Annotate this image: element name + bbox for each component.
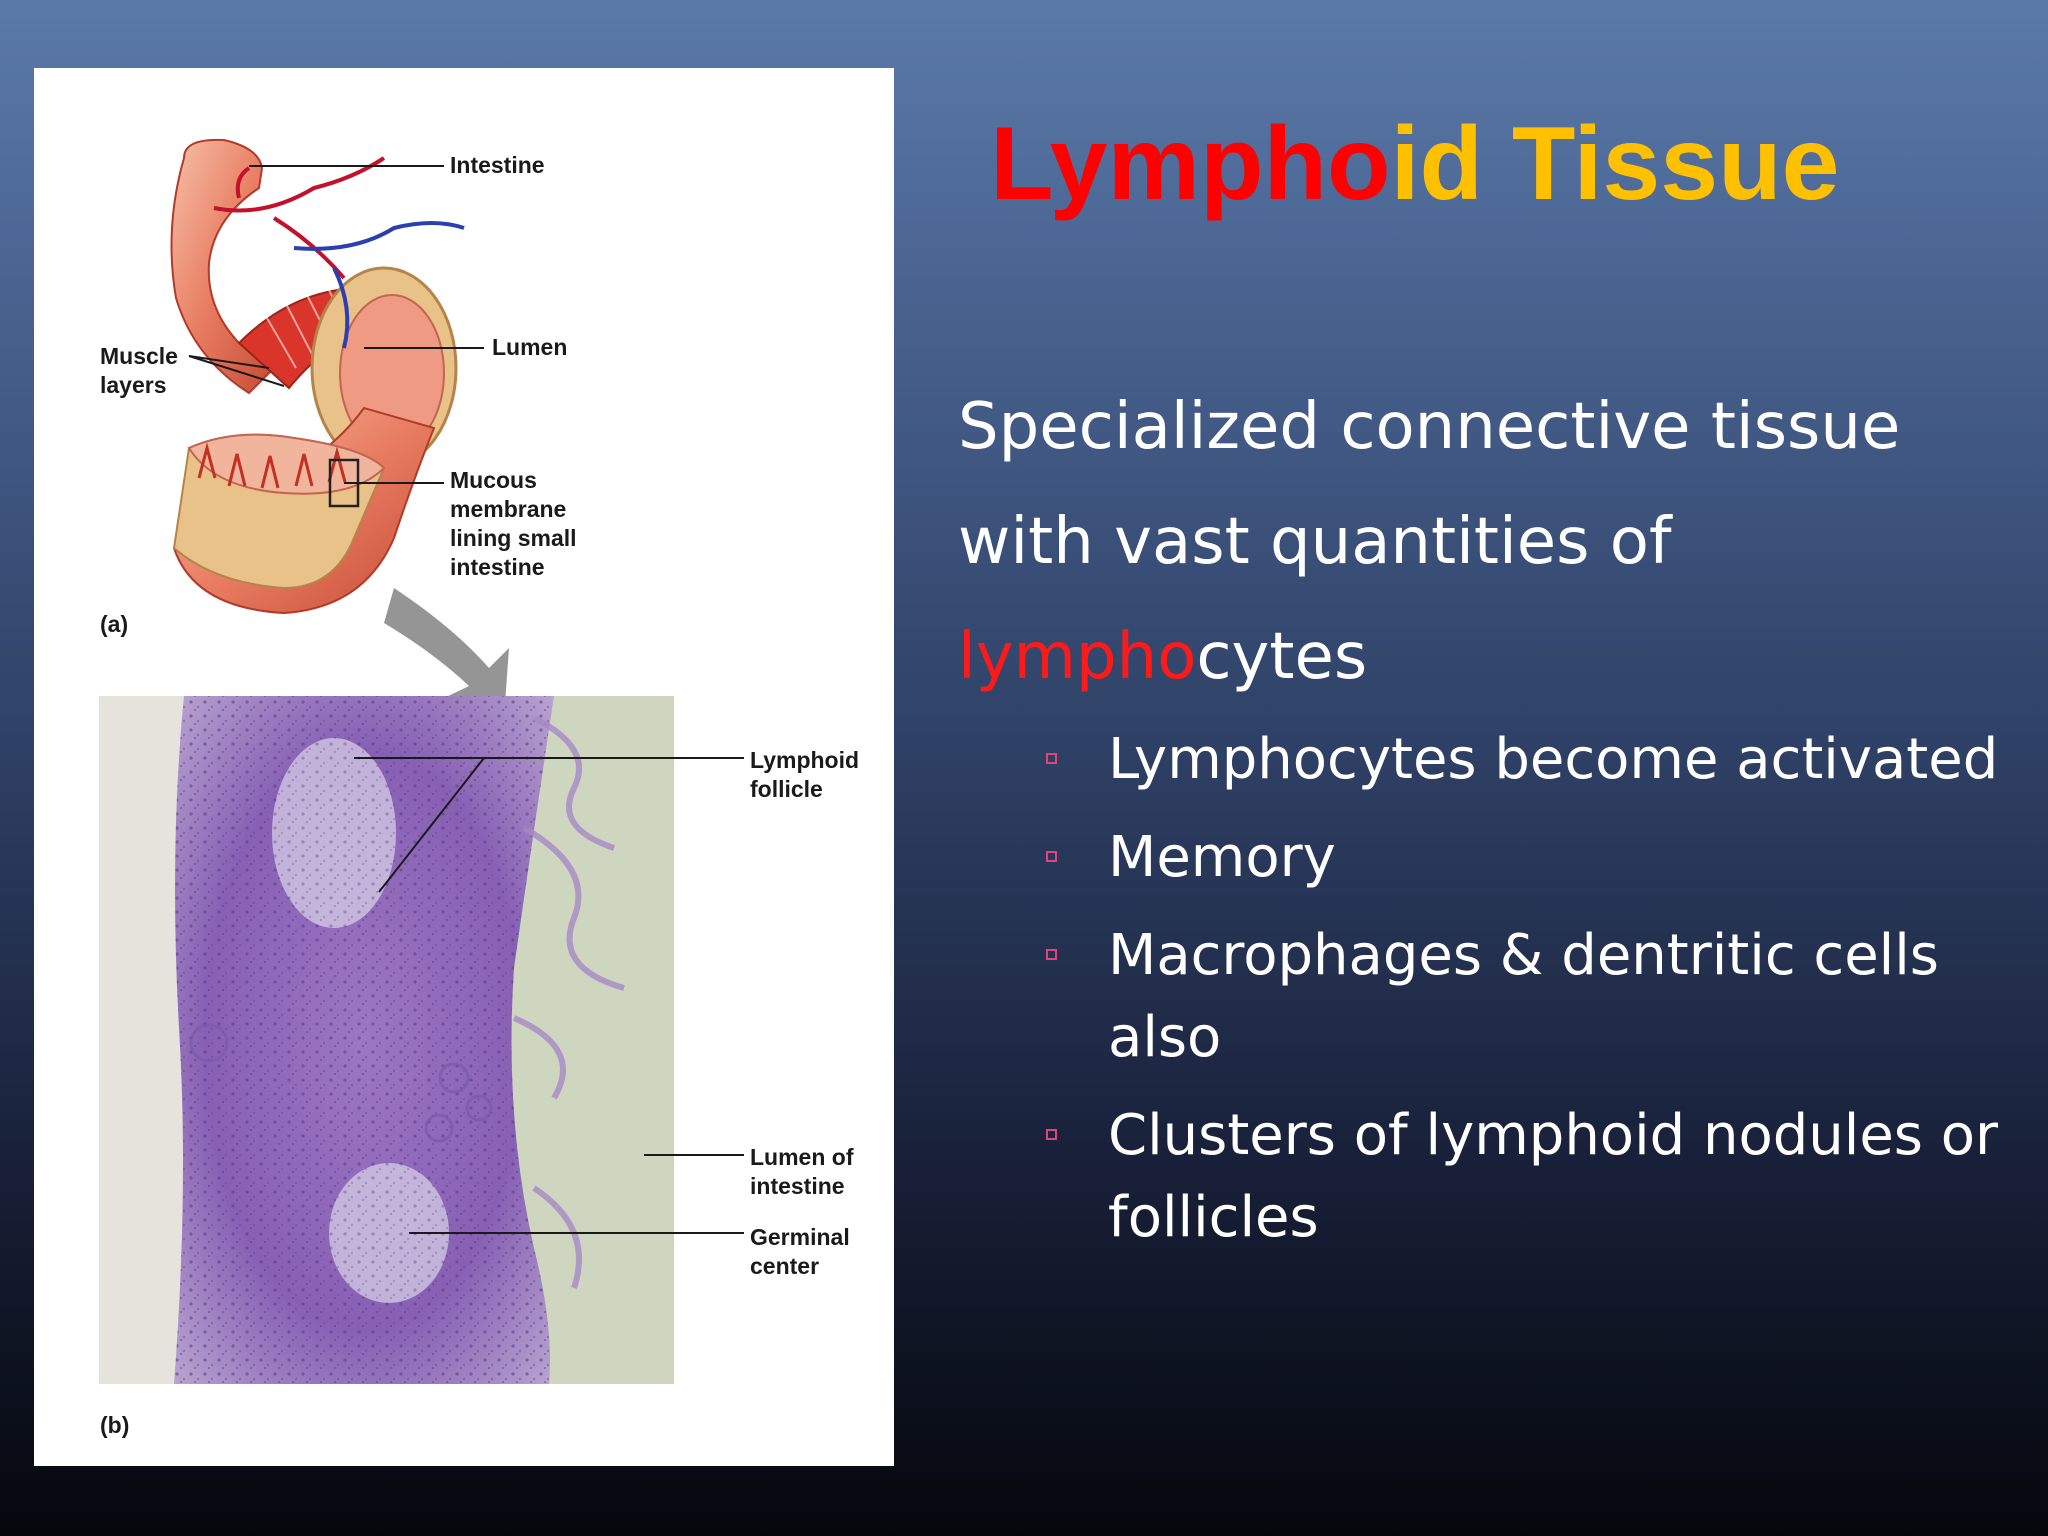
bullet-item: Clusters of lymphoid nodules or follicle… (1046, 1095, 2008, 1259)
bullet-text: Clusters of lymphoid nodules or follicle… (1108, 1103, 1999, 1250)
label-mucous-membrane: Mucous membrane lining small intestine (450, 467, 577, 580)
label-part-b: (b) (100, 1412, 130, 1438)
figure-panel: Intestine Muscle layers Lumen Mucous mem… (34, 68, 894, 1466)
title-gold-part: id Tissue (1390, 106, 1840, 222)
label-muscle-layers: Muscle layers (100, 343, 178, 398)
bullet-item: Lymphocytes become activated (1046, 719, 2008, 801)
leader-lines (188, 165, 744, 1234)
bullet-square-icon (1046, 949, 1057, 960)
title-red-part: Lympho (990, 106, 1391, 222)
label-lymphoid-follicle: Lymphoid follicle (750, 747, 860, 802)
slide-title: Lymphoid Tissue (990, 104, 1950, 224)
bullet-square-icon (1046, 753, 1057, 764)
bullet-square-icon (1046, 851, 1057, 862)
micrograph (99, 696, 674, 1384)
label-part-a: (a) (100, 611, 129, 637)
bullet-list: Lymphocytes become activated Memory Macr… (958, 719, 2008, 1259)
bullet-text: Memory (1108, 825, 1336, 890)
main-paragraph: Specialized connective tissue with vast … (958, 370, 2008, 715)
bullet-item: Macrophages & dentritic cells also (1046, 915, 2008, 1079)
label-lumen-of-intestine: Lumen of intestine (750, 1144, 854, 1199)
bullet-square-icon (1046, 1129, 1057, 1140)
main-text-suffix: cytes (1196, 620, 1368, 694)
intestine-illustration (99, 138, 744, 1384)
label-lumen: Lumen (492, 334, 568, 360)
slide-body: Specialized connective tissue with vast … (958, 370, 2008, 1275)
main-text-prefix: Specialized connective tissue with vast … (958, 390, 1901, 579)
intestine-drawing (170, 138, 509, 718)
label-intestine: Intestine (450, 152, 545, 178)
bullet-item: Memory (1046, 817, 2008, 899)
label-germinal-center: Germinal center (750, 1224, 850, 1279)
bullet-text: Macrophages & dentritic cells also (1108, 923, 1939, 1070)
bullet-text: Lymphocytes become activated (1108, 727, 1999, 792)
main-text-highlight: lympho (958, 620, 1197, 694)
